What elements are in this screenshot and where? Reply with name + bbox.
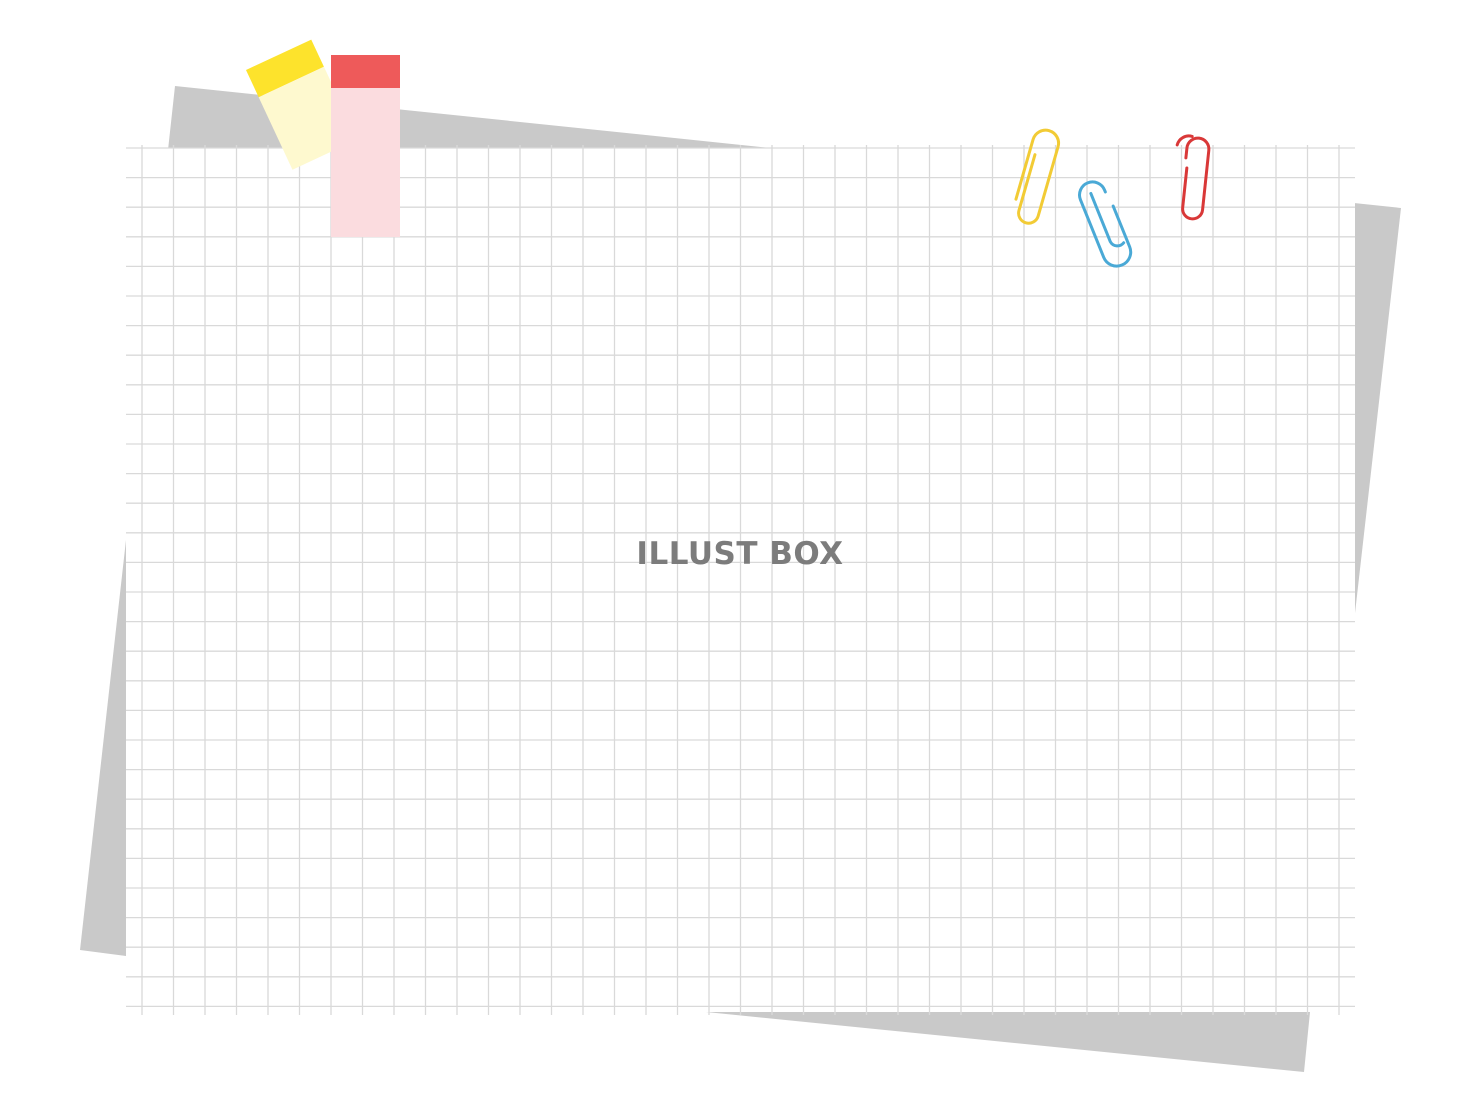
watermark-text: ILLUST BOX (636, 536, 844, 572)
shadow-sheet-bottom (706, 1012, 1310, 1072)
shadow-sheet-right (1354, 203, 1401, 622)
blue-paperclip-icon (1078, 180, 1133, 268)
red-paperclip-icon (1175, 134, 1211, 221)
pink-tape-icon (331, 55, 400, 237)
shadow-sheet-left (80, 540, 126, 956)
yellow-paperclip-icon (1014, 128, 1061, 225)
grid-lines (126, 145, 1355, 1015)
